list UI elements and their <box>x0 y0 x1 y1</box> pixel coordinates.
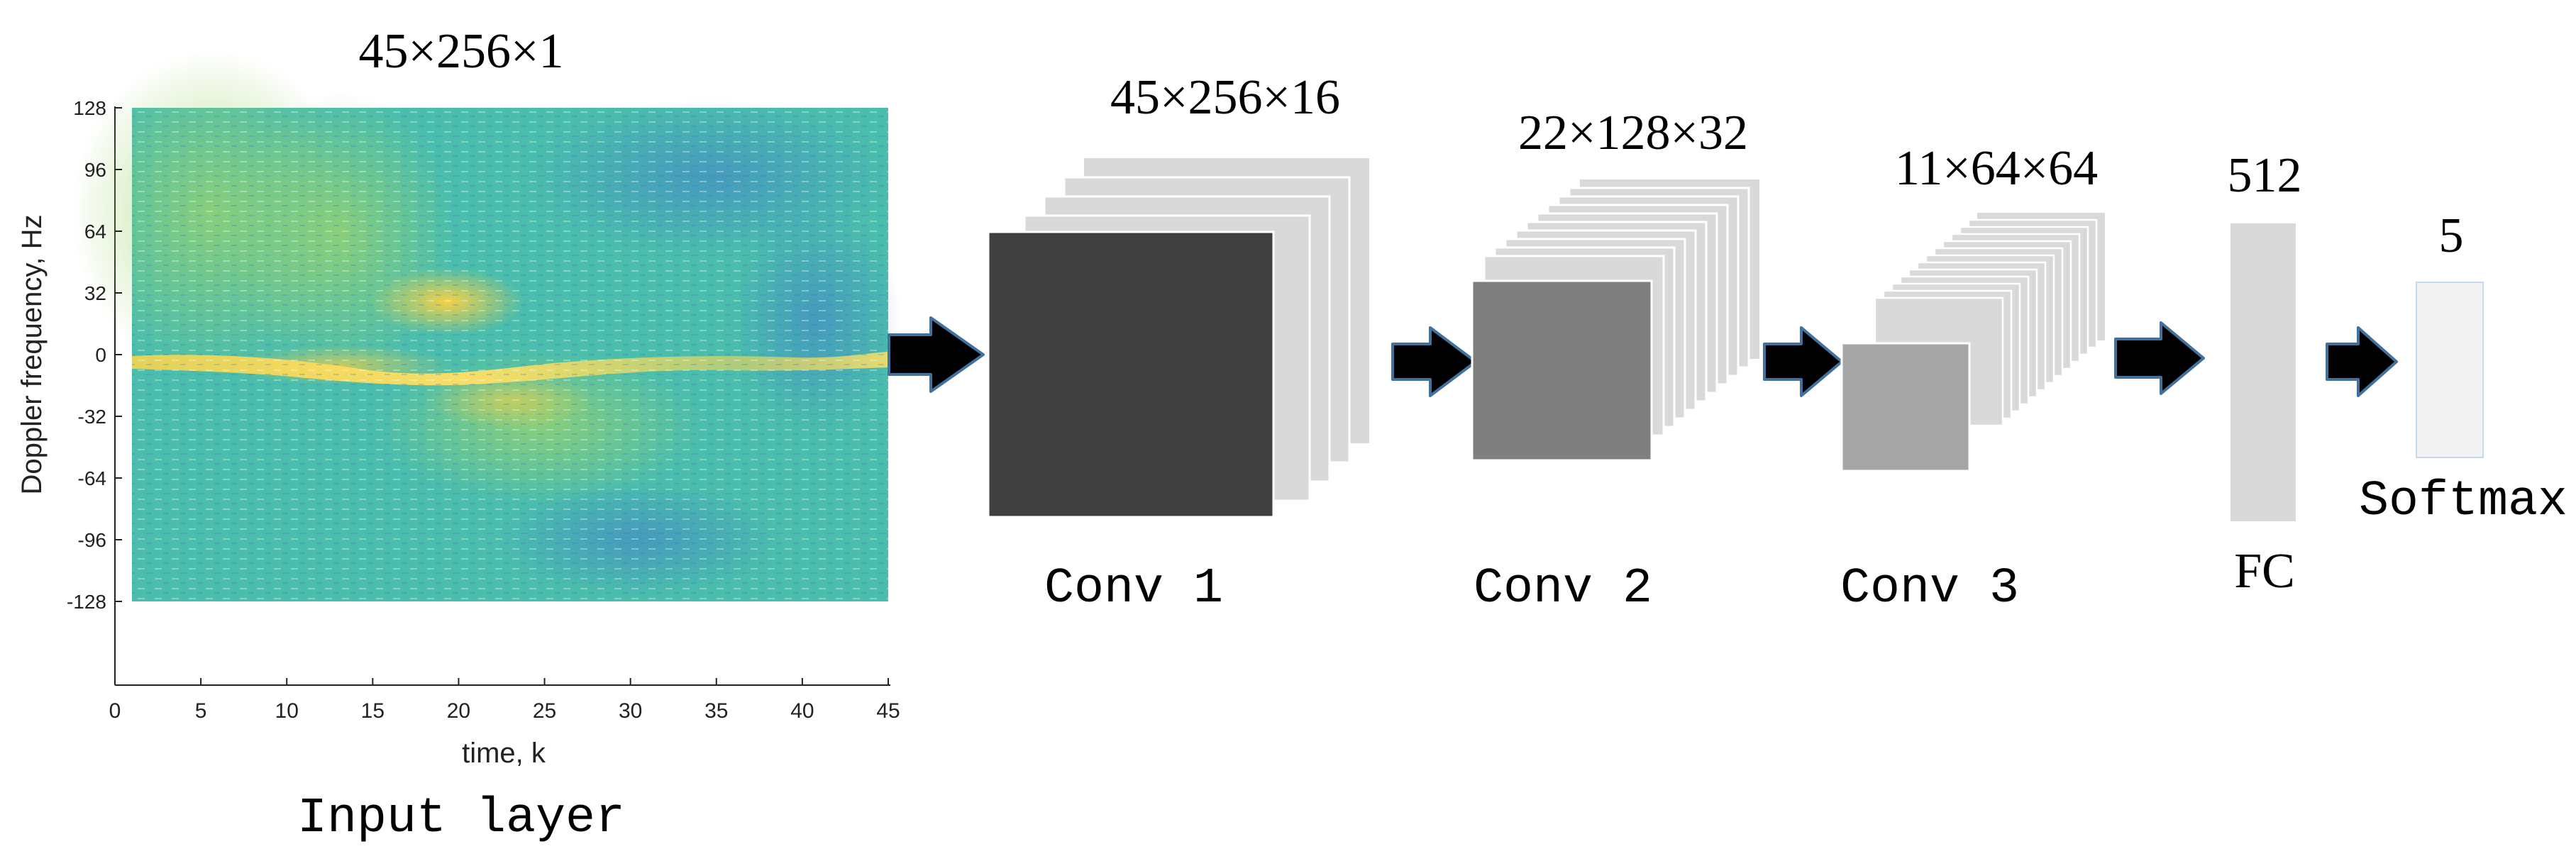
arrow-conv1-to-conv2 <box>1391 326 1477 397</box>
input-caption: Input layer <box>297 791 625 847</box>
x-tick-label: 25 <box>533 699 556 723</box>
softmax-block <box>2416 282 2484 458</box>
arrow-conv3-to-fc <box>2114 321 2205 395</box>
x-tick-label: 0 <box>109 699 121 723</box>
fc-caption: FC <box>2234 544 2295 599</box>
y-tick-label: 64 <box>84 221 106 243</box>
conv2-dims-label: 22×128×32 <box>1518 106 1748 160</box>
arrow-conv2-to-conv3 <box>1763 326 1843 397</box>
x-tick-labels: 0 5 10 15 20 25 30 35 40 45 <box>109 678 900 723</box>
x-tick-label: 5 <box>195 699 207 723</box>
arrow-input-to-conv1 <box>888 316 985 393</box>
softmax-dims-label: 5 <box>2439 209 2464 263</box>
fc-block <box>2230 223 2296 521</box>
arrows <box>888 316 2398 397</box>
y-tick-label: -128 <box>67 591 106 613</box>
conv3-front-map <box>1840 342 1971 472</box>
conv3-dims-label: 11×64×64 <box>1895 141 2098 196</box>
x-tick-label: 30 <box>619 699 642 723</box>
x-tick-label: 35 <box>704 699 728 723</box>
y-axis-label: Doppler frequency, Hz <box>16 215 48 495</box>
conv3-layer: 11×64×64 Conv 3 <box>1840 141 2105 617</box>
x-tick-label: 40 <box>790 699 814 723</box>
y-tick-label: -32 <box>78 406 106 428</box>
y-tick-label: 0 <box>95 344 106 366</box>
input-dims-label: 45×256×1 <box>359 24 564 79</box>
spectrogram-plot: 128 96 64 32 0 -32 -64 -96 -128 0 5 10 15 20 25 30 35 40… <box>16 50 901 769</box>
y-tick-label: 32 <box>84 282 106 304</box>
conv2-front-map <box>1471 279 1653 462</box>
conv1-caption: Conv 1 <box>1044 561 1223 617</box>
softmax-layer: 5 Softmax <box>2359 209 2567 530</box>
conv2-layer: 22×128×32 Conv 2 <box>1471 106 1759 617</box>
conv1-feature-stack <box>987 158 1369 518</box>
conv1-dims-label: 45×256×16 <box>1110 70 1340 125</box>
conv2-feature-stack <box>1471 179 1759 462</box>
conv3-caption: Conv 3 <box>1840 561 2019 617</box>
conv2-caption: Conv 2 <box>1474 561 1652 617</box>
spectrogram-image <box>71 50 901 601</box>
arrow-fc-to-softmax <box>2326 326 2398 397</box>
x-tick-label: 15 <box>361 699 385 723</box>
y-tick-label: 96 <box>84 159 106 181</box>
x-tick-label: 10 <box>275 699 299 723</box>
conv3-feature-stack <box>1840 213 2105 472</box>
x-tick-label: 20 <box>447 699 470 723</box>
y-tick-label: -96 <box>78 529 106 551</box>
y-tick-labels: 128 96 64 32 0 -32 -64 -96 -128 <box>67 97 122 613</box>
softmax-caption: Softmax <box>2359 474 2567 530</box>
fc-layer: 512 FC <box>2228 148 2302 599</box>
y-tick-label: -64 <box>78 467 106 489</box>
y-tick-label: 128 <box>73 97 106 119</box>
x-tick-label: 45 <box>876 699 900 723</box>
fc-dims-label: 512 <box>2228 148 2302 203</box>
conv1-layer: 45×256×16 Conv 1 <box>987 70 1369 617</box>
x-axis-label: time, k <box>462 738 546 769</box>
conv1-front-map <box>987 230 1275 518</box>
